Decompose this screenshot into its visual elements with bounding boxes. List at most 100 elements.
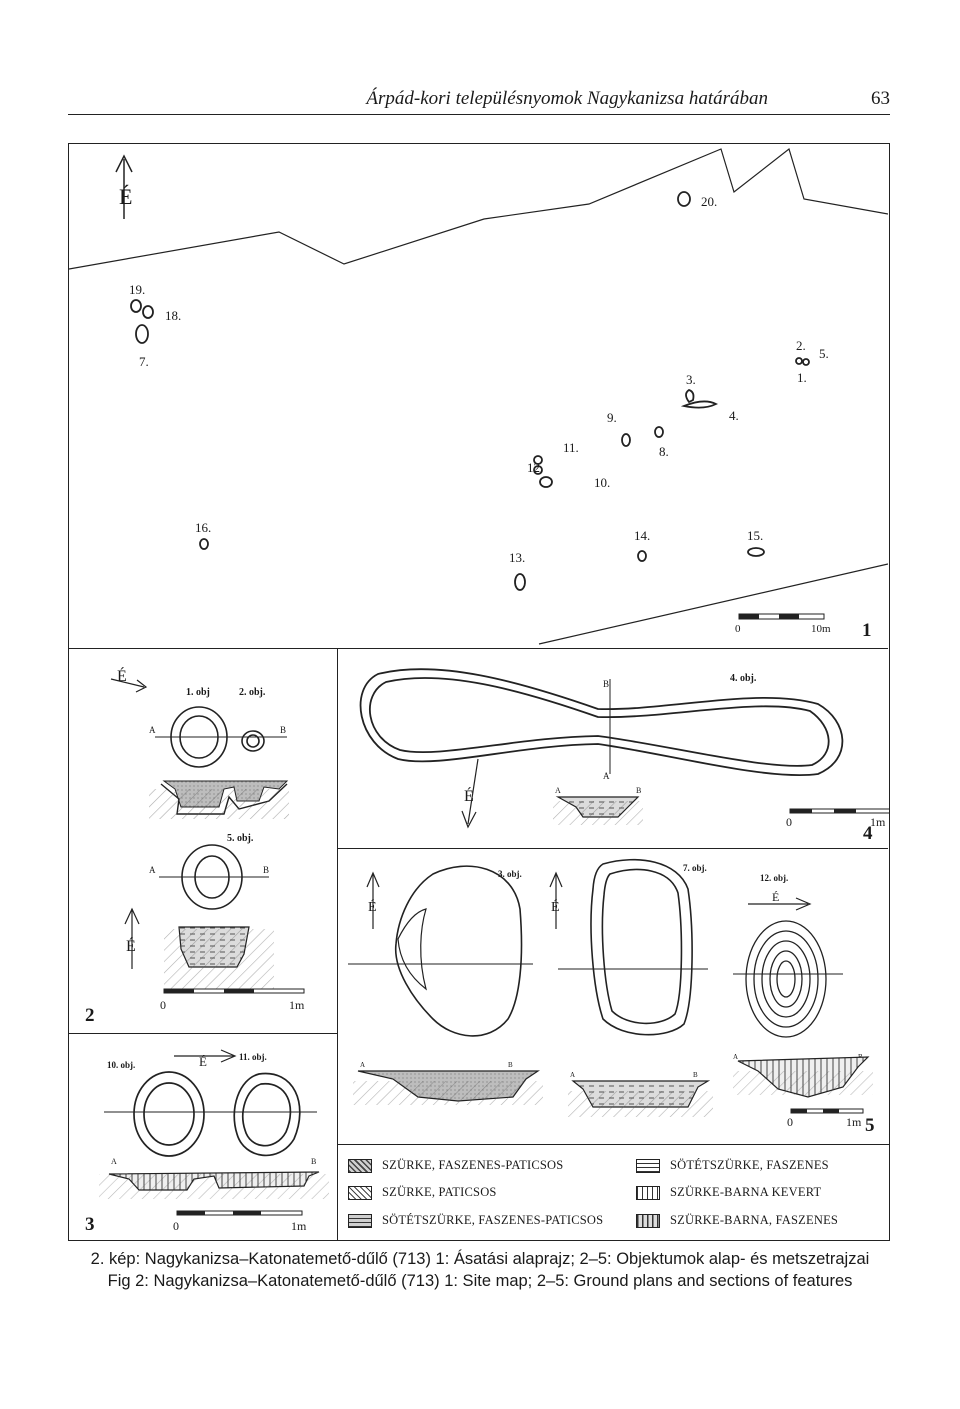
site-map-panel: É 20. 19. (68, 144, 889, 649)
feature-label: 8. (659, 444, 669, 459)
scale-bar: 0 10m (735, 613, 831, 635)
svg-text:0: 0 (160, 998, 166, 1012)
svg-text:1m: 1m (291, 1219, 307, 1233)
obj-label: 7. obj. (683, 863, 707, 873)
svg-text:1m: 1m (289, 998, 305, 1012)
obj-label: 1. obj (186, 687, 210, 698)
panel-2: 1. obj 2. obj. É A B 5. obj. (69, 649, 337, 1034)
scale-bar: 0 1m (787, 1108, 864, 1129)
svg-text:B: B (603, 679, 609, 689)
panel-number: 5 (865, 1115, 875, 1136)
scale-start: 0 (735, 623, 741, 635)
north-arrow: É (366, 871, 380, 929)
feature-label: 20. (701, 194, 717, 209)
svg-text:B: B (280, 725, 286, 735)
scale-end: 10m (811, 623, 831, 635)
panel-5-drawing: 3. obj. 7. obj. 12. obj. É É (348, 858, 875, 1136)
north-arrow: É (110, 666, 148, 693)
feature-label: 4. (729, 408, 739, 423)
feature-label: 12. (527, 460, 543, 475)
panel-number: 3 (85, 1214, 95, 1235)
svg-text:É: É (126, 936, 136, 955)
feature-label: 11. (563, 440, 579, 455)
swatch-icon (348, 1158, 372, 1173)
svg-text:A: A (570, 1071, 575, 1079)
svg-text:É: É (368, 898, 377, 915)
svg-text:É: É (117, 666, 127, 685)
feature-label: 3. (686, 372, 696, 387)
svg-text:B: B (693, 1071, 698, 1079)
swatch-icon (636, 1185, 660, 1200)
page-number: 63 (871, 88, 890, 109)
svg-text:A: A (149, 725, 156, 735)
swatch-icon (348, 1185, 372, 1200)
svg-text:B: B (311, 1157, 316, 1166)
panel-number: 1 (862, 620, 872, 641)
obj-label: 10. obj. (107, 1060, 135, 1070)
north-arrow: É (124, 907, 140, 969)
svg-text:A: A (360, 1061, 365, 1069)
obj-label: 5. obj. (227, 833, 254, 844)
panel-number: 4 (863, 823, 873, 844)
feature-label: 2. (796, 338, 806, 353)
svg-text:É: É (551, 898, 560, 915)
north-arrow: É (115, 154, 133, 219)
svg-text:A: A (555, 786, 561, 795)
svg-text:0: 0 (787, 1115, 793, 1129)
panel-5: 3. obj. 7. obj. 12. obj. É É (337, 849, 888, 1144)
legend-item: SZÜRKE-BARNA, FASZENES (636, 1213, 838, 1228)
swatch-icon (348, 1213, 372, 1228)
north-arrow: É (748, 890, 812, 911)
feature-label: 10. (594, 475, 610, 490)
svg-text:B: B (636, 786, 641, 795)
running-title: Árpád-kori településnyomok Nagykanizsa h… (366, 88, 768, 109)
svg-text:É: É (772, 890, 779, 904)
panel-3-drawing: 10. obj. 11. obj. É A B 0 (85, 1049, 329, 1235)
north-arrow: É (549, 871, 563, 929)
panel-number: 2 (85, 1005, 95, 1026)
feature-label: 14. (634, 528, 650, 543)
obj-label: 3. obj. (498, 869, 522, 879)
site-map-drawing: É 20. 19. (68, 147, 889, 645)
feature-label: 13. (509, 550, 525, 565)
legend-item: SÖTÉTSZÜRKE, FASZENES (636, 1158, 829, 1173)
feature-label: 9. (607, 410, 617, 425)
north-label: É (119, 184, 132, 209)
svg-text:A: A (111, 1157, 117, 1166)
legend-item: SZÜRKE-BARNA KEVERT (636, 1185, 821, 1200)
swatch-icon (636, 1158, 660, 1173)
panel-4-drawing: 4. obj. B A É A B 0 1m (359, 668, 891, 844)
legend: SZÜRKE, FASZENES-PATICSOS SZÜRKE, PATICS… (337, 1144, 889, 1240)
feature-label: 5. (819, 346, 829, 361)
caption-english: Fig 2: Nagykanizsa–Katonatemető-dűlő (71… (107, 1272, 853, 1290)
obj-label: 11. obj. (239, 1052, 267, 1062)
svg-text:B: B (508, 1061, 513, 1069)
feature-label: 1. (797, 370, 807, 385)
feature-label: 15. (747, 528, 763, 543)
legend-item: SZÜRKE, PATICSOS (348, 1185, 497, 1200)
svg-text:É: É (199, 1054, 207, 1069)
figure-plate: É 20. 19. (68, 143, 891, 1241)
scale-bar: 0 1m (160, 988, 305, 1012)
running-head: Árpád-kori településnyomok Nagykanizsa h… (68, 84, 890, 115)
obj-label: 2. obj. (239, 687, 266, 698)
panel-4: 4. obj. B A É A B 0 1m (337, 649, 891, 849)
svg-text:A: A (149, 865, 156, 875)
svg-text:1m: 1m (870, 815, 886, 829)
caption-hungarian: 2. kép: Nagykanizsa–Katonatemető-dűlő (7… (90, 1250, 870, 1268)
swatch-icon (636, 1213, 660, 1228)
north-arrow: É (174, 1049, 237, 1069)
svg-text:1m: 1m (846, 1115, 862, 1129)
feature-label: 19. (129, 282, 145, 297)
svg-text:A: A (733, 1053, 738, 1061)
obj-label: 4. obj. (730, 673, 757, 684)
scale-bar: 0 1m (173, 1210, 307, 1233)
feature-label: 7. (139, 354, 149, 369)
svg-text:É: É (464, 786, 474, 805)
panel-2-drawing: 1. obj 2. obj. É A B 5. obj. (85, 666, 305, 1026)
svg-text:A: A (603, 771, 610, 781)
feature-label: 18. (165, 308, 181, 323)
obj-label: 12. obj. (760, 873, 788, 883)
scale-bar: 0 1m (786, 808, 891, 829)
svg-text:B: B (263, 865, 269, 875)
